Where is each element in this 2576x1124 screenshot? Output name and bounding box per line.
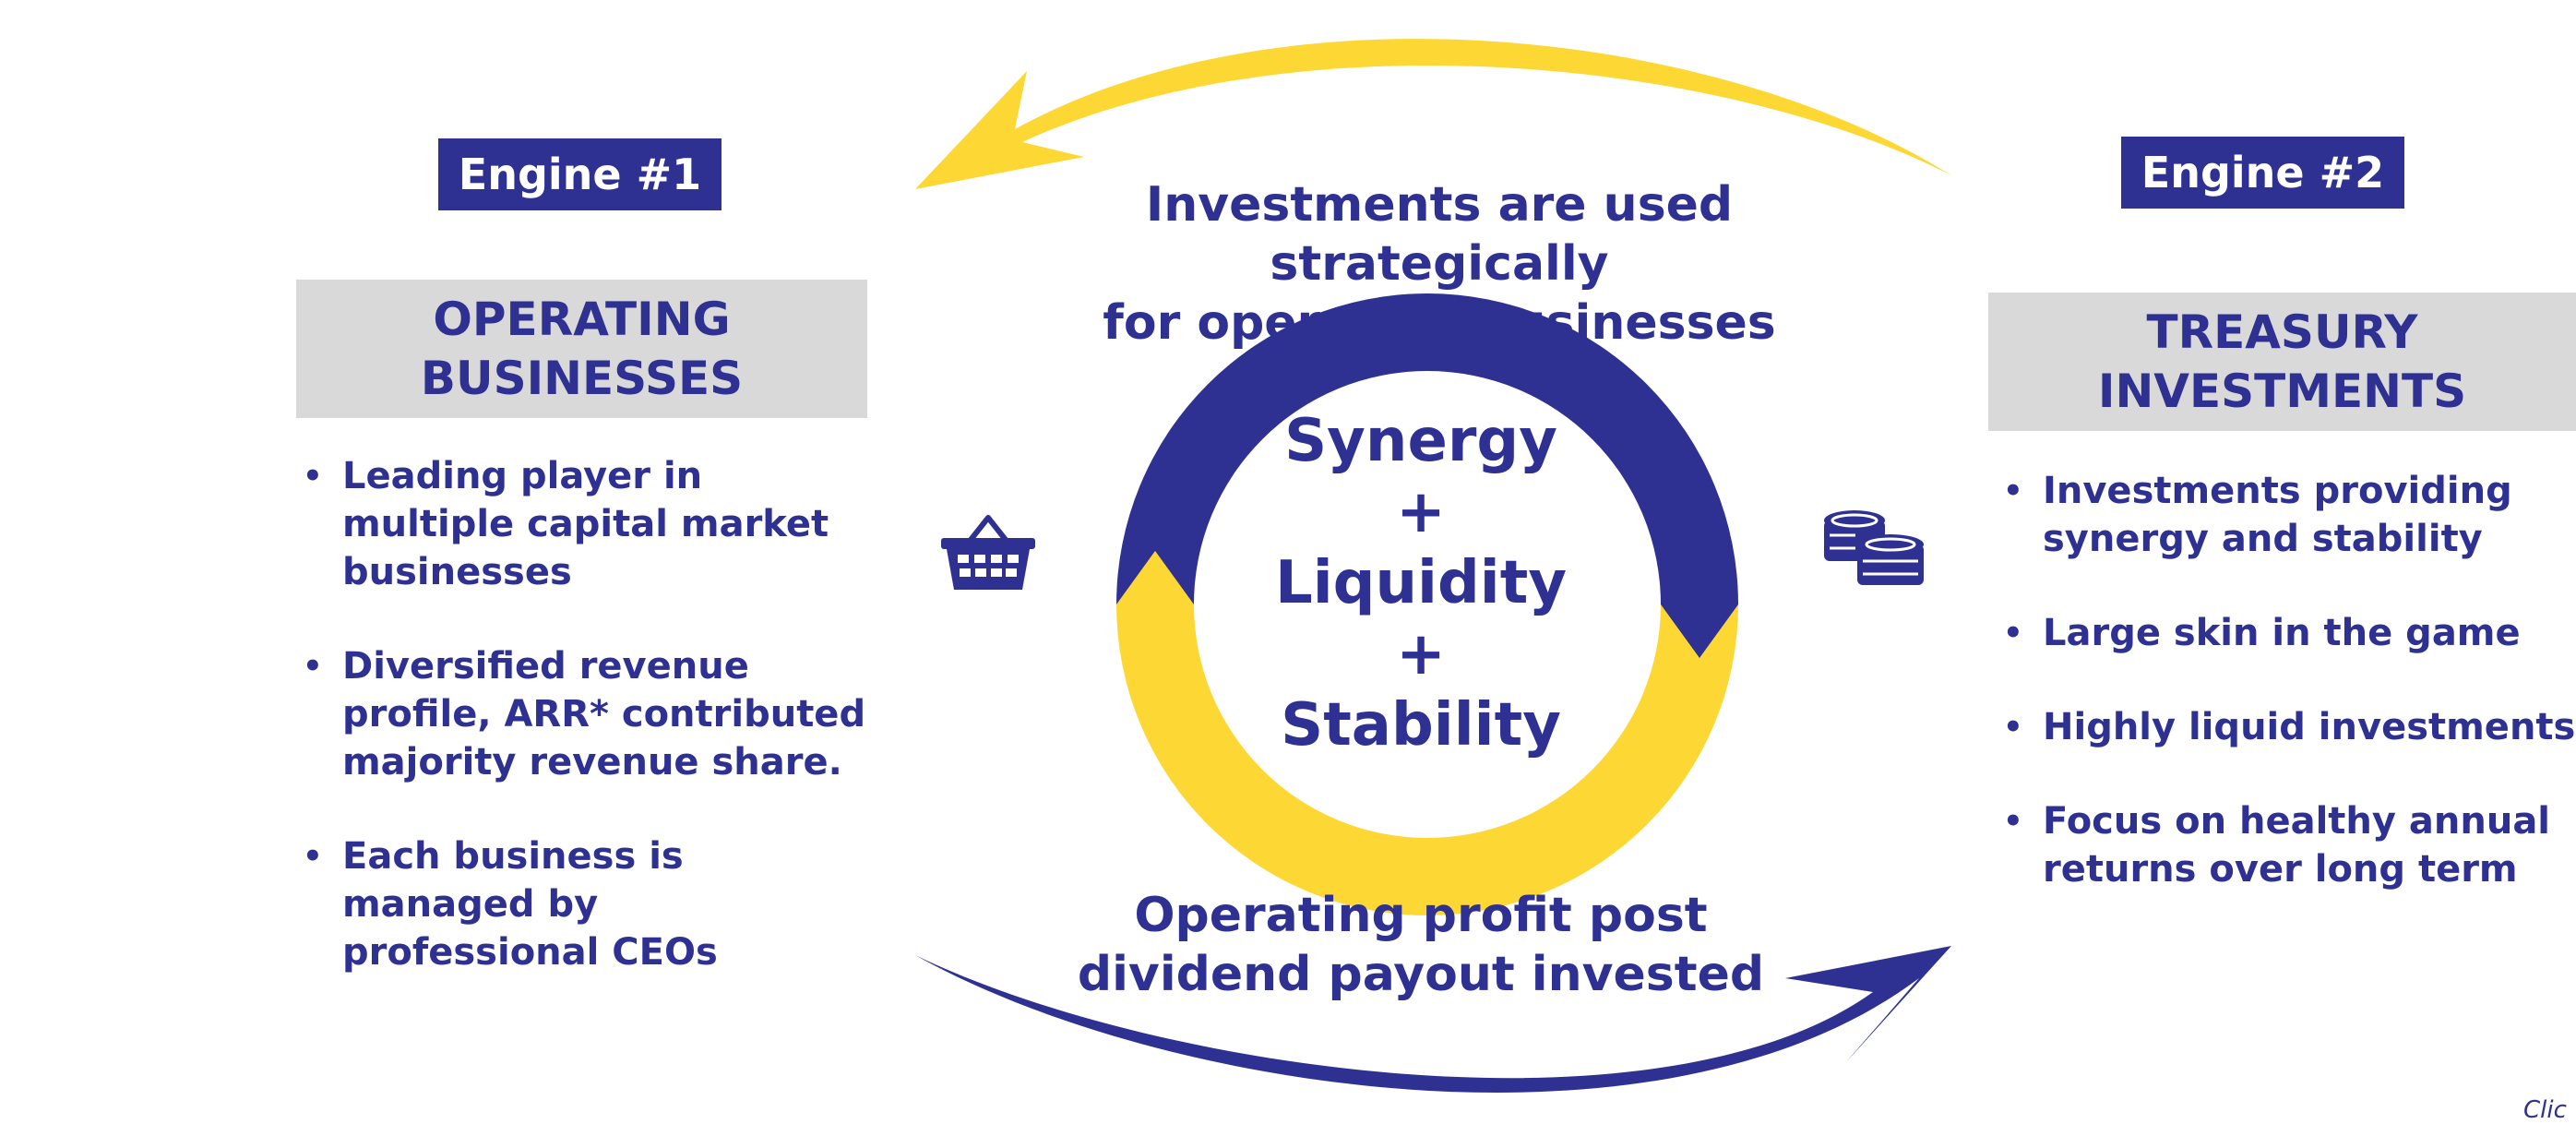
center-plus-1: + bbox=[1396, 478, 1446, 546]
engine1-bullet: Leading player in multiple capital marke… bbox=[297, 452, 869, 596]
shopping-basket-icon bbox=[941, 515, 1035, 590]
center-synergy-text: Synergy + Liquidity + Stability bbox=[1236, 406, 1605, 761]
engine2-title-line1: TREASURY bbox=[2146, 305, 2418, 359]
center-plus-2: + bbox=[1396, 620, 1446, 688]
engine1-title-line2: BUSINESSES bbox=[420, 352, 744, 405]
center-liquidity: Liquidity bbox=[1274, 549, 1568, 617]
engine1-bullet-list: Leading player in multiple capital marke… bbox=[297, 452, 869, 1022]
top-caption: Investments are used strategically for o… bbox=[1103, 177, 1776, 351]
engine2-bullet: Highly liquid investments bbox=[1998, 703, 2576, 751]
center-synergy: Synergy bbox=[1284, 407, 1557, 475]
center-stability: Stability bbox=[1281, 691, 1561, 759]
engine2-bullet: Large skin in the game bbox=[1998, 609, 2576, 657]
engine2-bullet: Investments providing synergy and stabil… bbox=[1998, 467, 2576, 563]
coin-stacks-icon bbox=[1824, 510, 1924, 585]
engine1-bullet: Diversified revenue profile, ARR* contri… bbox=[297, 642, 869, 786]
ring-notch-left bbox=[1116, 551, 1194, 604]
bottom-caption: Operating profit post dividend payout in… bbox=[1077, 888, 1765, 1002]
engine2-bullet-list: Investments providing synergy and stabil… bbox=[1998, 467, 2576, 939]
engine1-title-line1: OPERATING bbox=[433, 293, 731, 346]
engine2-title-line2: INVESTMENTS bbox=[2097, 365, 2467, 418]
ring-notch-right bbox=[1661, 604, 1738, 658]
engine1-badge: Engine #1 bbox=[438, 138, 722, 210]
top-arrow-yellow bbox=[915, 39, 1951, 189]
cut-off-footer-text[interactable]: Clic bbox=[2523, 1096, 2567, 1124]
engine1-bullet: Each business is managed by professional… bbox=[297, 832, 869, 976]
ring-top-navy bbox=[1116, 293, 1738, 604]
treasury-investments-header: TREASURY INVESTMENTS bbox=[1988, 293, 2576, 431]
engine2-badge: Engine #2 bbox=[2121, 137, 2404, 209]
ring-bottom-yellow bbox=[1116, 604, 1738, 915]
operating-businesses-header: OPERATING BUSINESSES bbox=[296, 280, 867, 418]
engine2-bullet: Focus on healthy annual returns over lon… bbox=[1998, 797, 2576, 893]
